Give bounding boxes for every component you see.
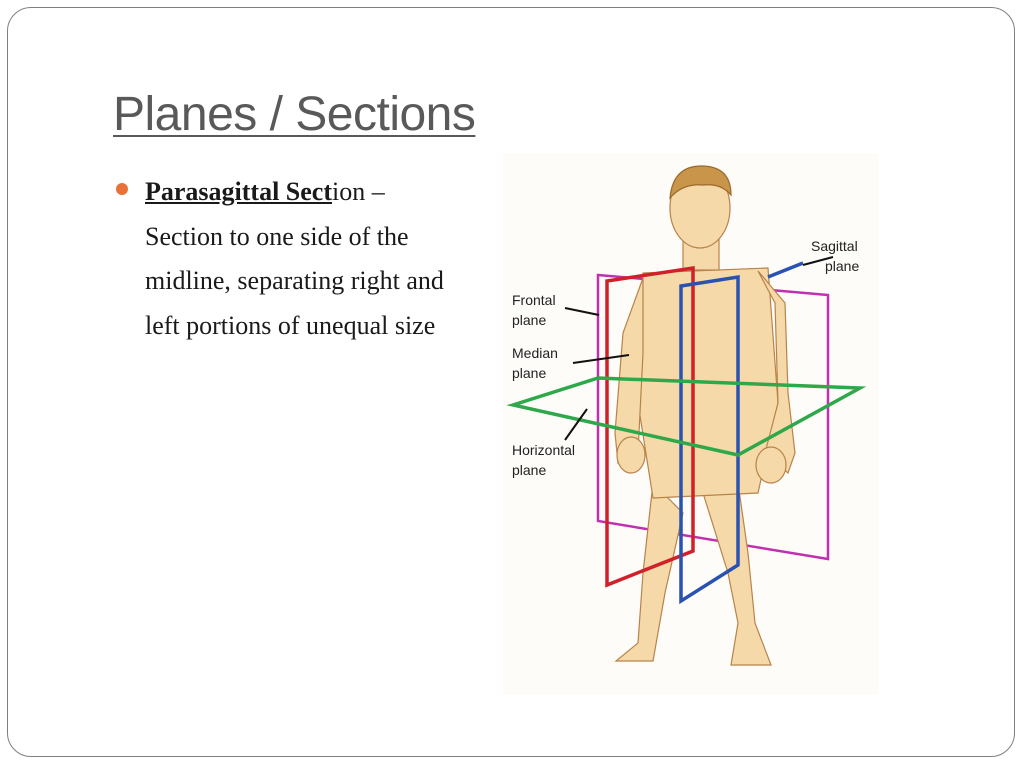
frontal-label-line1: Frontal — [512, 292, 556, 308]
bullet-icon — [116, 183, 128, 195]
right-leg — [702, 482, 772, 666]
horizontal-plane — [506, 376, 867, 457]
sagittal-plane-edge — [767, 261, 804, 279]
median-label-line1: Median — [512, 345, 558, 361]
diagram-svg: Sagittal plane Frontal plane Median plan… — [503, 153, 879, 695]
frontal-label-line2: plane — [512, 312, 546, 328]
term-bold: Parasagittal Sect — [145, 177, 333, 206]
median-label-line2: plane — [512, 365, 546, 381]
anatomical-planes-diagram: Sagittal plane Frontal plane Median plan… — [503, 153, 879, 695]
bullet-text: Parasagittal Section – Section to one si… — [145, 170, 445, 348]
sagittal-label-line2: plane — [825, 258, 859, 274]
hair — [669, 165, 732, 200]
bullet-description: – Section to one side of the midline, se… — [145, 177, 444, 340]
median-plane — [679, 274, 740, 605]
term-rest: ion — [332, 177, 366, 206]
median-leader-line — [572, 354, 630, 364]
sagittal-label-line1: Sagittal — [811, 238, 858, 254]
frontal-plane — [605, 265, 695, 588]
horizontal-label-line2: plane — [512, 462, 546, 478]
right-arm — [757, 270, 796, 475]
left-hand — [616, 436, 646, 474]
slide-title: Planes / Sections — [113, 88, 476, 141]
horizontal-leader-line — [564, 408, 588, 441]
sagittal-leader-line — [802, 256, 834, 266]
horizontal-label-line1: Horizontal — [512, 442, 575, 458]
frontal-leader-line — [564, 307, 600, 316]
right-hand — [755, 446, 787, 484]
